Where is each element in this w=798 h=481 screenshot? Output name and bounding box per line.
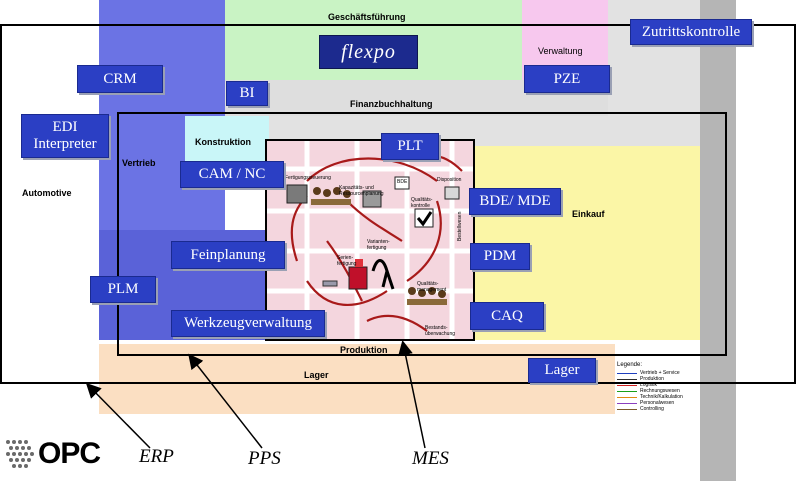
label-erp: ERP [139,446,174,468]
module-plm[interactable]: PLM [90,276,156,303]
legend-item-label: Controlling [640,406,664,412]
legend-line-icon [617,379,637,380]
module-bi[interactable]: BI [226,81,268,106]
label-geschaeftsfuehrung: Geschäftsführung [328,12,406,22]
opc-logo: OPC [4,434,122,474]
legend-item: Controlling [617,406,697,412]
module-zutrittskontrolle[interactable]: Zutrittskontrolle [630,19,752,45]
legend-line-icon [617,403,637,404]
module-edi-interpreter[interactable]: EDI Interpreter [21,114,109,158]
module-plt[interactable]: PLT [381,133,439,160]
legend-line-icon [617,397,637,398]
module-crm[interactable]: CRM [77,65,163,93]
legend-title: Legende: [617,362,697,368]
module-bde-mde[interactable]: BDE/ MDE [469,188,561,215]
module-feinplanung[interactable]: Feinplanung [171,241,285,269]
label-pps: PPS [248,448,281,470]
label-mes: MES [412,448,449,470]
legend-line-icon [617,373,637,374]
legend-line-icon [617,391,637,392]
module-caq[interactable]: CAQ [470,302,544,330]
legend-line-icon [617,385,637,386]
module-pze[interactable]: PZE [524,65,610,93]
legend-line-icon [617,409,637,410]
module-pdm[interactable]: PDM [470,243,530,270]
module-lager[interactable]: Lager [528,358,596,383]
opc-logo-text: OPC [38,437,100,471]
module-werkzeugverwaltung[interactable]: Werkzeugverwaltung [171,310,325,337]
module-cam-nc[interactable]: CAM / NC [180,161,284,188]
